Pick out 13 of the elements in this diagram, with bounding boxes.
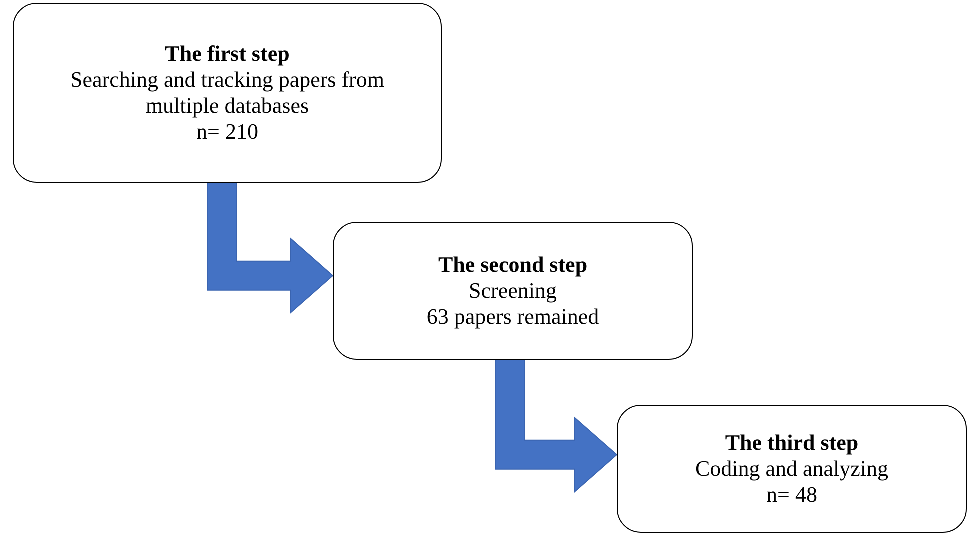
step-heading: The second step (438, 252, 588, 278)
step-heading: The first step (165, 41, 290, 67)
process-box (13, 3, 442, 183)
step-text: Coding and analyzing (695, 456, 889, 482)
process-box (617, 405, 967, 533)
process-box (333, 222, 693, 360)
step-text: 63 papers remained (426, 304, 600, 330)
step-text: n= 210 (196, 119, 258, 145)
step-text: n= 48 (766, 482, 818, 508)
step-text: Screening (469, 278, 557, 304)
bent-arrow (495, 360, 618, 494)
bent-arrow (207, 182, 334, 314)
step-heading: The third step (725, 430, 859, 456)
